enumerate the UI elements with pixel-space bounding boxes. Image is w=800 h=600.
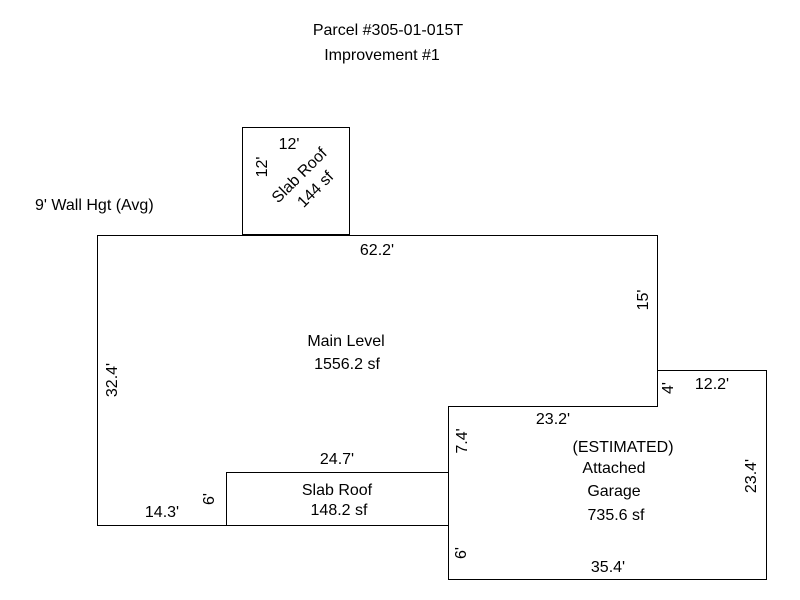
main-level-top-dim: 62.2'	[360, 242, 394, 259]
slab-roof-bottom-height-dim: 6'	[201, 493, 218, 505]
garage-bottom-dim: 35.4'	[591, 559, 625, 576]
main-level-step-dim: 4'	[660, 382, 677, 394]
slab-roof-bottom-area: 148.2 sf	[311, 502, 368, 519]
garage-outline	[448, 370, 767, 580]
main-level-name: Main Level	[307, 333, 384, 350]
garage-bottom-left-dim: 6'	[453, 547, 470, 559]
slab-roof-bottom-width-dim: 24.7'	[320, 451, 354, 468]
main-level-right-dim: 15'	[635, 290, 652, 311]
slab-roof-top-width-dim: 12'	[279, 136, 300, 153]
main-level-area: 1556.2 sf	[314, 356, 380, 373]
wall-height-note: 9' Wall Hgt (Avg)	[35, 197, 154, 214]
improvement-title: Improvement #1	[324, 47, 440, 64]
garage-name-line1: Attached	[582, 460, 645, 477]
main-level-outline	[97, 235, 658, 526]
parcel-title: Parcel #305-01-015T	[313, 22, 464, 39]
slab-roof-bottom-name: Slab Roof	[302, 482, 373, 499]
slab-roof-top-height-dim: 12'	[254, 157, 271, 178]
garage-top-left-dim: 23.2'	[536, 411, 570, 428]
garage-estimated: (ESTIMATED)	[572, 439, 673, 456]
slab-roof-top-outline	[242, 127, 350, 235]
main-level-bottom-left-dim: 14.3'	[145, 504, 179, 521]
garage-top-right-dim: 12.2'	[695, 376, 729, 393]
garage-area: 735.6 sf	[588, 507, 645, 524]
garage-name-line2: Garage	[587, 483, 640, 500]
garage-left-dim: 7.4'	[454, 428, 471, 453]
main-level-left-dim: 32.4'	[104, 363, 121, 397]
garage-right-dim: 23.4'	[743, 459, 760, 493]
